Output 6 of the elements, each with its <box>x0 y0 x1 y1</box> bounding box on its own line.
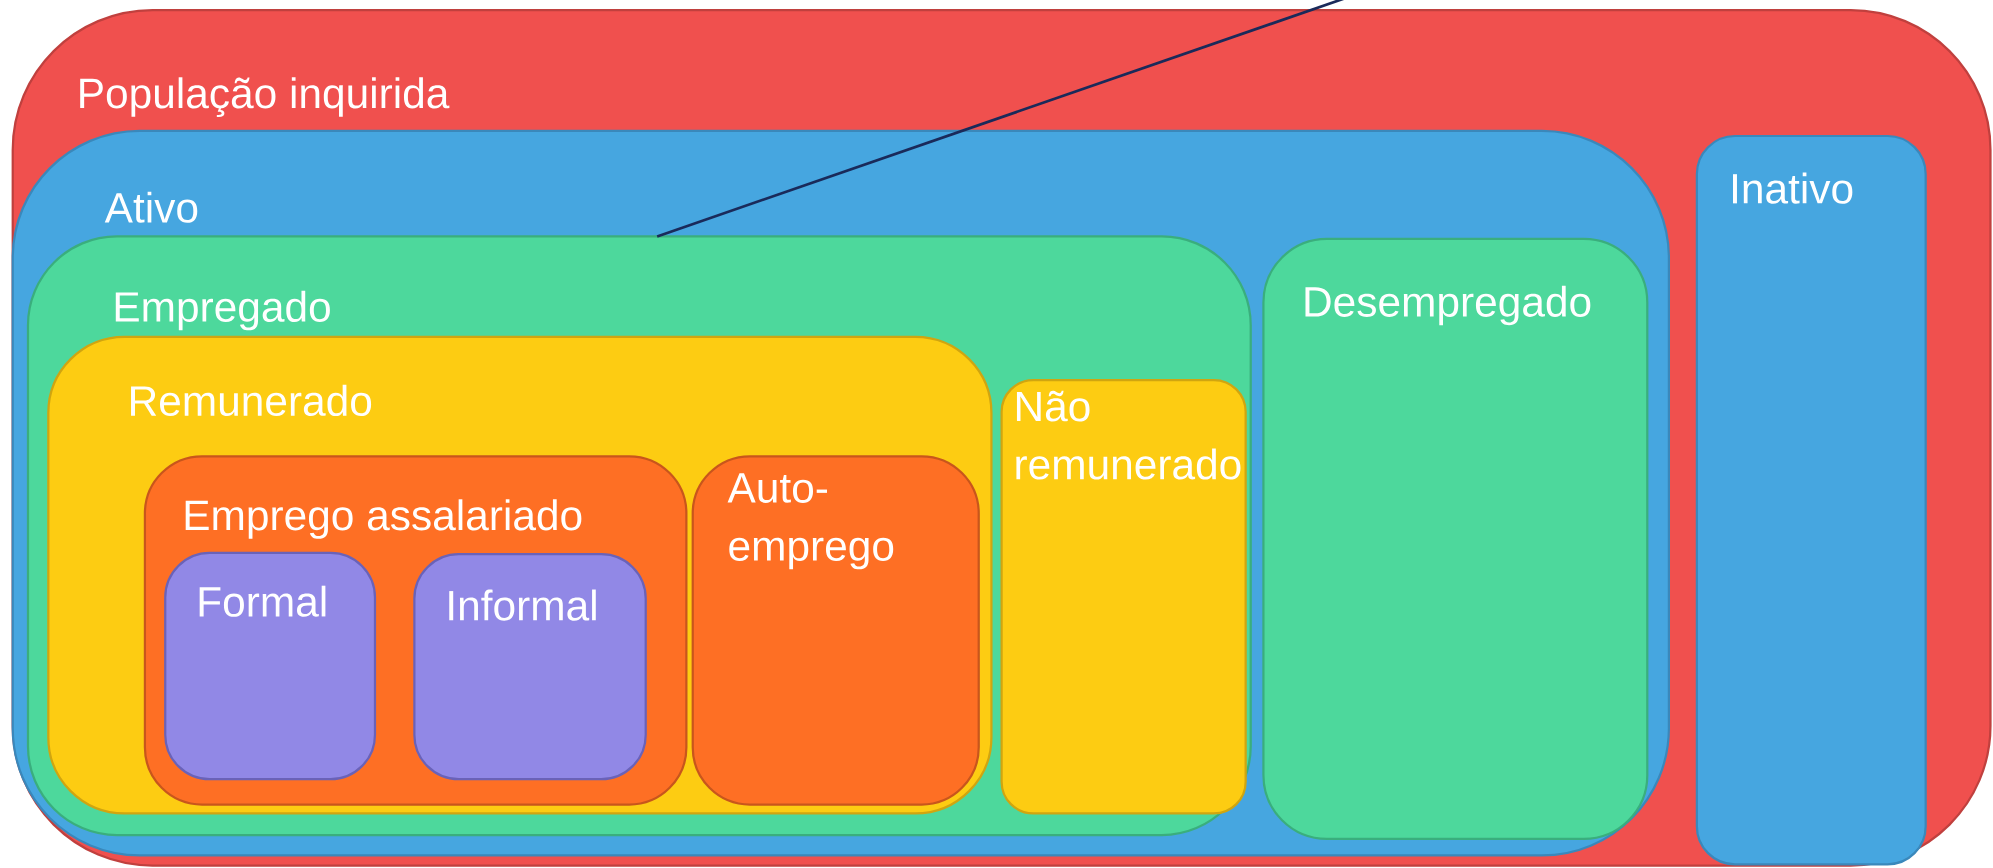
category-box: Formal <box>164 551 377 781</box>
category-box: Desempregado <box>1262 237 1649 840</box>
category-box: Não remunerado <box>1000 378 1247 815</box>
category-box: Informal <box>413 553 647 781</box>
category-box: Auto-emprego <box>691 455 980 806</box>
category-box: Inativo <box>1695 134 1927 866</box>
